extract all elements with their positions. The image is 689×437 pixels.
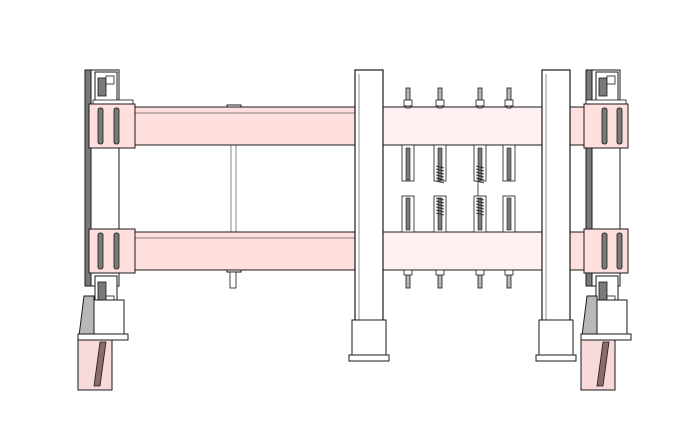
left-column-body <box>354 69 384 357</box>
spring-coil <box>475 165 485 169</box>
spring-coil <box>475 180 485 184</box>
spring-coil <box>435 174 445 178</box>
spring-coil <box>435 177 445 181</box>
bolt-bottom-nut <box>475 269 485 276</box>
bolt-assembly <box>401 87 415 289</box>
bolt-top-nut <box>435 99 445 107</box>
bolt-top-stud <box>477 87 483 109</box>
left-foot-taper <box>78 295 95 337</box>
spring-coil <box>475 206 485 210</box>
right-column-body <box>541 69 571 357</box>
bolt-upper-shaft <box>405 147 411 181</box>
bolt-assembly <box>473 87 487 289</box>
bolt-lower-shaft <box>405 197 411 231</box>
bolt-lower-shaft <box>506 197 512 231</box>
bolt-bottom-nut <box>403 269 413 276</box>
spring-coil <box>475 212 485 216</box>
bolt-top-stud <box>405 87 411 109</box>
right-foot-taper <box>581 295 598 337</box>
bolt-top-nut <box>403 99 413 107</box>
spring-coil <box>475 197 485 201</box>
spring-coil <box>435 171 445 175</box>
bolt-assembly <box>502 87 516 289</box>
spring-coil <box>435 203 445 207</box>
upper-beam-right-span <box>382 106 543 146</box>
spring-coil <box>435 212 445 216</box>
beam-end-flanges <box>88 103 629 274</box>
spring-coil <box>435 209 445 213</box>
left-column <box>348 69 390 362</box>
spring-coil <box>475 209 485 213</box>
bolt-upper-shaft <box>506 147 512 181</box>
bolt-assembly <box>433 87 447 289</box>
bolt-top-nut <box>475 99 485 107</box>
spring-coil <box>475 168 485 172</box>
spring-coil <box>435 200 445 204</box>
spring-coil <box>475 177 485 181</box>
spring-coil <box>435 206 445 210</box>
spring-coil <box>475 203 485 207</box>
bolt-upper-shaft <box>477 147 483 181</box>
spring-coil <box>475 200 485 204</box>
spring-coil <box>435 180 445 184</box>
right-column <box>535 69 577 362</box>
left-foot-bracket <box>93 299 125 337</box>
bolt-bottom-nut <box>435 269 445 276</box>
spring-coil <box>435 168 445 172</box>
right-foot-bracket <box>596 299 628 337</box>
spring-coil <box>435 197 445 201</box>
right-column-base <box>535 354 577 362</box>
spring-coil <box>475 174 485 178</box>
bolt-top-nut <box>504 99 514 107</box>
bolt-upper-shaft <box>437 147 443 181</box>
left-column-base <box>348 354 390 362</box>
bolt-top-stud <box>437 87 443 109</box>
spring-coil <box>435 165 445 169</box>
bolt-top-stud <box>506 87 512 109</box>
spring-coil <box>475 171 485 175</box>
bolt-bottom-nut <box>504 269 514 276</box>
lower-beam-right-span <box>382 231 543 271</box>
bolt-assemblies <box>401 87 516 289</box>
